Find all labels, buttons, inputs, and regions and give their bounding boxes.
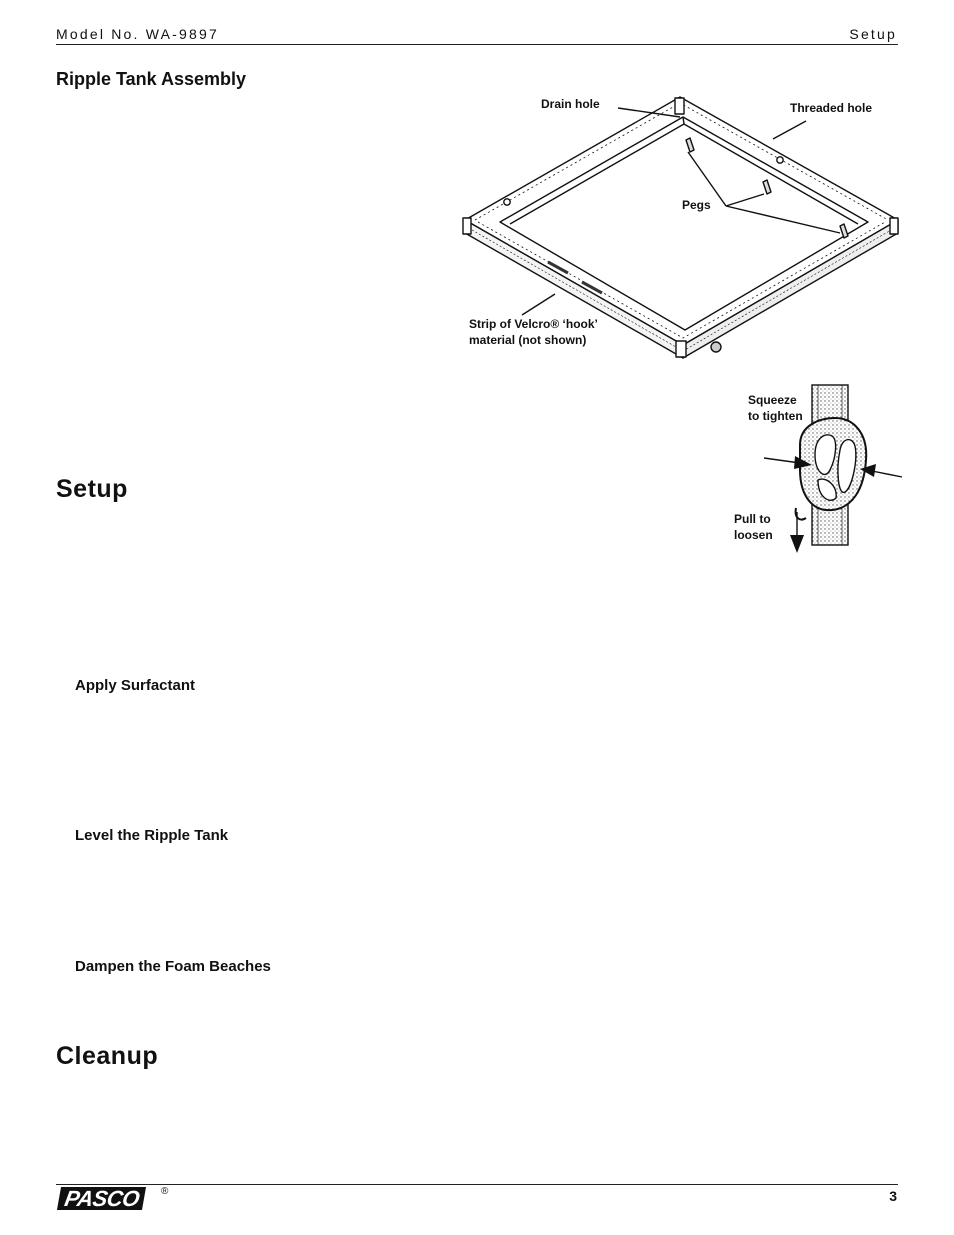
ripple-tank-illustration xyxy=(462,96,899,359)
header-section-name: Setup xyxy=(849,26,897,42)
heading-ripple-tank-assembly: Ripple Tank Assembly xyxy=(56,69,247,89)
label-squeeze-line1: Squeeze xyxy=(748,393,797,407)
label-velcro-line2: material (not shown) xyxy=(469,332,587,347)
clamp-illustration xyxy=(763,384,903,553)
label-squeeze-to-tighten: Squeeze to tighten xyxy=(748,393,803,424)
pasco-logo: PASCO xyxy=(56,1186,147,1211)
heading-level-ripple-tank: Level the Ripple Tank xyxy=(75,827,229,844)
label-threaded-hole: Threaded hole xyxy=(790,101,873,115)
label-pegs: Pegs xyxy=(682,198,711,212)
page-number: 3 xyxy=(889,1188,897,1204)
heading-dampen-foam-beaches: Dampen the Foam Beaches xyxy=(75,958,271,975)
heading-cleanup: Cleanup xyxy=(56,1042,159,1070)
label-squeeze-line2: to tighten xyxy=(748,408,803,423)
label-drain-hole: Drain hole xyxy=(541,97,600,111)
label-pull-to-loosen: Pull to loosen xyxy=(734,512,773,543)
heading-apply-surfactant: Apply Surfactant xyxy=(75,677,196,694)
label-pull-line1: Pull to xyxy=(734,512,771,526)
registered-mark: ® xyxy=(161,1186,169,1197)
label-velcro-strip: Strip of Velcro® ‘hook’ material (not sh… xyxy=(469,317,598,348)
header-rule xyxy=(56,44,898,45)
footer-rule xyxy=(56,1184,898,1185)
label-velcro-line1: Strip of Velcro® ‘hook’ xyxy=(469,317,598,331)
header-model-number: Model No. WA-9897 xyxy=(56,26,219,42)
label-pull-line2: loosen xyxy=(734,527,773,542)
heading-setup: Setup xyxy=(56,475,128,503)
